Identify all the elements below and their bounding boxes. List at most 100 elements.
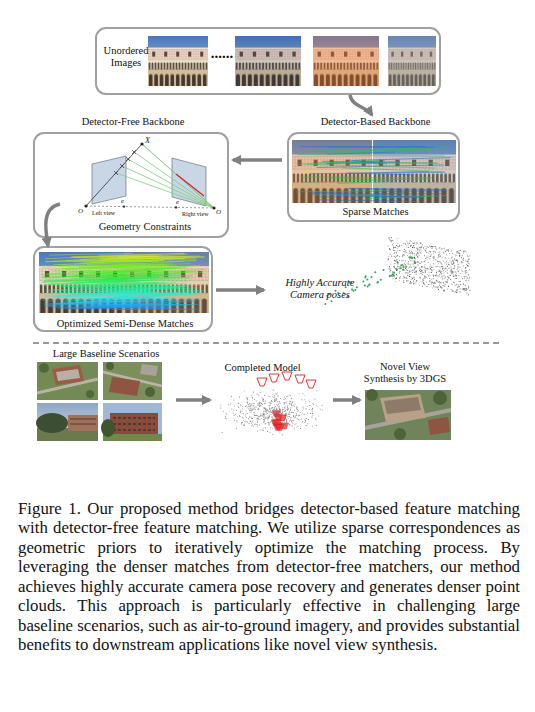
cloud-point — [262, 429, 263, 430]
cloud-point — [250, 421, 251, 422]
match-line — [51, 282, 137, 284]
cloud-point — [246, 410, 247, 411]
cloud-point — [305, 403, 306, 404]
ellipse-shape — [36, 413, 68, 433]
cloud-point — [276, 407, 277, 408]
cloud-point — [390, 253, 391, 254]
cloud-point — [272, 434, 273, 435]
cloud-point — [312, 408, 313, 409]
cloud-point — [428, 262, 429, 263]
cloud-point — [246, 421, 247, 422]
cloud-point — [423, 283, 424, 284]
cloud-point — [421, 261, 422, 262]
cloud-point — [261, 423, 262, 424]
cloud-point — [416, 242, 417, 243]
cloud-point — [246, 413, 247, 414]
flow-arrow — [233, 158, 282, 162]
cloud-point — [422, 272, 423, 273]
cloud-point — [292, 422, 293, 423]
cloud-point — [320, 409, 321, 410]
cloud-point — [291, 406, 292, 407]
cloud-point — [240, 411, 241, 412]
cloud-point — [290, 410, 291, 411]
cloud-point — [250, 420, 251, 421]
cloud-point — [424, 249, 425, 250]
cloud-point — [414, 261, 415, 262]
cloud-point — [452, 259, 453, 260]
cloud-point — [393, 266, 394, 267]
cloud-point — [448, 249, 449, 250]
cloud-point — [233, 413, 234, 414]
cloud-point — [435, 275, 436, 276]
cloud-point — [283, 413, 284, 414]
cloud-point — [408, 275, 409, 276]
cloud-point — [284, 399, 285, 400]
cloud-point — [424, 246, 425, 247]
cloud-point — [409, 270, 410, 271]
cloud-point — [269, 424, 270, 425]
cloud-point — [410, 281, 411, 282]
cloud-point — [453, 263, 454, 264]
cloud-point — [280, 410, 281, 411]
cloud-point — [291, 403, 292, 404]
cloud-point — [271, 412, 272, 413]
cloud-point — [425, 270, 426, 271]
cloud-point — [416, 266, 417, 267]
cloud-point — [444, 250, 445, 251]
cloud-point — [286, 408, 287, 409]
cloud-point — [396, 245, 397, 246]
cloud-point — [450, 267, 451, 268]
cloud-point — [468, 286, 469, 287]
cloud-point — [420, 253, 421, 254]
cloud-point — [440, 282, 441, 283]
cloud-point — [411, 282, 412, 283]
cloud-point — [460, 284, 461, 285]
cloud-point — [296, 414, 297, 415]
match-line — [115, 286, 199, 288]
cloud-point — [231, 409, 232, 410]
cloud-point — [249, 416, 250, 417]
cloud-point — [428, 247, 429, 248]
cloud-point — [418, 262, 419, 263]
cloud-point — [309, 409, 310, 410]
cloud-point — [422, 244, 423, 245]
cloud-point — [411, 241, 412, 242]
point-label: e — [121, 197, 131, 205]
cloud-point — [439, 270, 440, 271]
cloud-point — [400, 265, 401, 266]
cloud-point — [264, 407, 265, 408]
cloud-point — [420, 278, 421, 279]
cloud-point — [414, 260, 415, 261]
cloud-point — [428, 253, 429, 254]
cloud-point — [254, 415, 255, 416]
cloud-point — [419, 250, 420, 251]
cloud-point — [286, 413, 287, 414]
cloud-point — [259, 402, 260, 403]
cloud-point — [296, 406, 297, 407]
cloud-point — [465, 288, 466, 289]
cloud-point — [260, 402, 261, 403]
cloud-point — [443, 282, 444, 283]
cloud-point — [420, 269, 421, 270]
cloud-point — [458, 267, 459, 268]
cloud-point — [417, 249, 418, 250]
cloud-point — [251, 416, 252, 417]
circle-shape — [123, 205, 125, 207]
cloud-point — [404, 270, 405, 271]
cloud-point — [393, 250, 394, 251]
cloud-point — [250, 412, 251, 413]
cloud-point — [272, 418, 273, 419]
cloud-point — [410, 245, 411, 246]
cloud-point — [456, 276, 457, 277]
cloud-point — [437, 261, 438, 262]
cloud-point — [469, 258, 470, 259]
cloud-point — [398, 268, 399, 269]
cloud-point — [304, 422, 305, 423]
cloud-point — [445, 284, 446, 285]
flow-arrow — [216, 288, 264, 292]
cloud-point — [422, 274, 423, 275]
cloud-point — [438, 255, 439, 256]
section-label: Large Baseline Scenarios — [36, 348, 176, 360]
cloud-point — [258, 409, 259, 410]
cloud-point — [445, 271, 446, 272]
